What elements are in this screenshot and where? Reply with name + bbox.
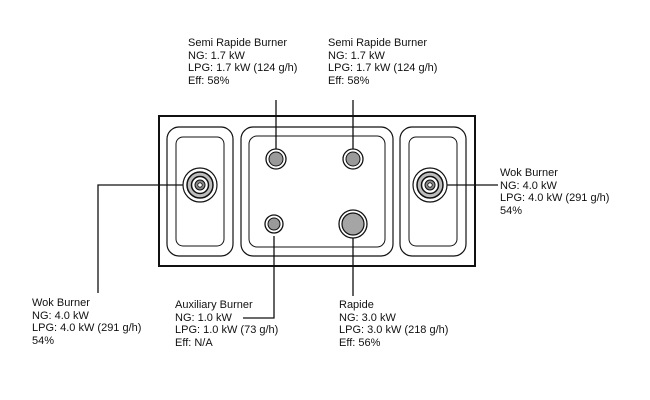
burner-eff: Eff: 58% <box>188 74 230 87</box>
wok-burner-right <box>412 167 448 203</box>
burner-ng: NG: 1.7 kW <box>328 49 385 62</box>
burner-eff: Eff: N/A <box>175 336 213 349</box>
burner-ng: NG: 1.0 kW <box>175 311 232 324</box>
auxiliary-burner <box>264 214 284 234</box>
burner-eff: 54% <box>500 204 523 217</box>
burner-lpg: LPG: 4.0 kW (291 g/h) <box>32 322 142 334</box>
wok-burner-left <box>182 167 218 203</box>
rapide-burner <box>338 209 368 239</box>
semi-rapide-burner-right <box>342 148 364 170</box>
burner-eff: 54% <box>32 334 55 347</box>
burner-eff: Eff: 58% <box>328 74 370 87</box>
burner-lpg: LPG: 4.0 kW (291 g/h) <box>500 192 610 204</box>
burner-name: Wok Burner <box>500 167 558 179</box>
semi-rapide-burner-left <box>265 148 287 170</box>
label-wok-right: Wok Burner NG: 4.0 kW LPG: 4.0 kW (291 g… <box>500 167 609 217</box>
label-auxiliary: Auxiliary Burner NG: 1.0 kW LPG: 1.0 kW … <box>175 299 278 349</box>
burner-ng: NG: 4.0 kW <box>500 179 557 192</box>
label-wok-left: Wok Burner NG: 4.0 kW LPG: 4.0 kW (291 g… <box>32 297 141 347</box>
label-semi-rapide-left: Semi Rapide Burner NG: 1.7 kW LPG: 1.7 k… <box>188 37 297 87</box>
burner-lpg: LPG: 1.7 kW (124 g/h) <box>188 62 298 74</box>
leader-wok-left <box>97 184 200 293</box>
burner-lpg: LPG: 3.0 kW (218 g/h) <box>339 324 449 336</box>
burner-ng: NG: 4.0 kW <box>32 309 89 322</box>
burner-lpg: LPG: 1.7 kW (124 g/h) <box>328 62 438 74</box>
burner-name: Semi Rapide Burner <box>328 37 428 49</box>
burner-name: Semi Rapide Burner <box>188 37 288 49</box>
burner-name: Auxiliary Burner <box>175 299 253 311</box>
burner-name: Rapide <box>339 299 374 311</box>
label-rapide: Rapide NG: 3.0 kW LPG: 3.0 kW (218 g/h) … <box>339 299 448 349</box>
burner-lpg: LPG: 1.0 kW (73 g/h) <box>175 324 279 336</box>
leader-auxiliary <box>243 236 275 319</box>
burner-ng: NG: 3.0 kW <box>339 311 396 324</box>
burner-ng: NG: 1.7 kW <box>188 49 245 62</box>
burner-name: Wok Burner <box>32 297 90 309</box>
burner-eff: Eff: 56% <box>339 336 381 349</box>
label-semi-rapide-right: Semi Rapide Burner NG: 1.7 kW LPG: 1.7 k… <box>328 37 437 87</box>
